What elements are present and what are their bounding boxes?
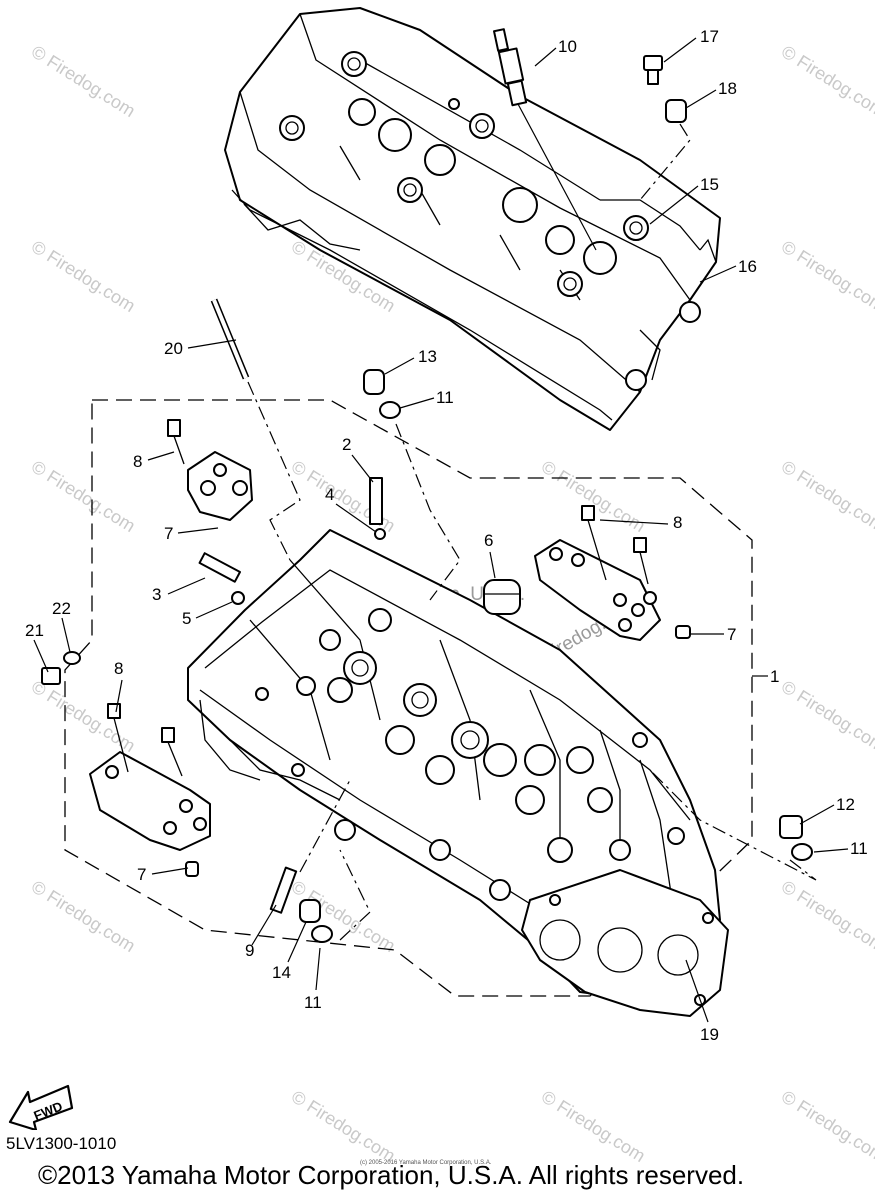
callout-number-7b: 7: [727, 625, 736, 644]
callout-number-12: 12: [836, 795, 855, 814]
stud-9: [269, 779, 351, 914]
callout-number-19: 19: [700, 1025, 719, 1044]
callout-leader-line: [663, 37, 697, 63]
callout-leader-line: [167, 577, 206, 595]
reference-code: 5LV1300-1010: [6, 1134, 117, 1153]
camshaft-cap-right: [534, 505, 691, 641]
callout-leader-line: [685, 959, 709, 1023]
callout-leader-line: [251, 904, 277, 946]
callout-number-13: 13: [418, 347, 437, 366]
callout-leader-line: [685, 89, 717, 109]
watermark-text: © Firedog.com: [778, 236, 875, 316]
callout-number-8a: 8: [133, 452, 142, 471]
callout-leader-line: [799, 804, 835, 825]
callout-number-7c: 7: [137, 865, 146, 884]
watermark-text: © Firedog.com: [28, 876, 139, 956]
callout-leader-line: [335, 503, 377, 533]
watermark-text: © Firedog.com: [778, 41, 875, 121]
callout-number-11c: 11: [304, 993, 322, 1012]
callout-number-1: 1: [770, 667, 779, 686]
callout-number-8c: 8: [114, 659, 123, 678]
callout-leader-line: [177, 527, 219, 534]
watermark-text: © Firedog.com: [288, 1086, 399, 1166]
callout-number-9: 9: [245, 941, 254, 960]
watermark-text: © Firedog.com: [28, 456, 139, 536]
copyright-notice: ©2013 Yamaha Motor Corporation, U.S.A. A…: [38, 1160, 745, 1190]
stud-bolt-3: [198, 552, 245, 605]
callout-leader-line: [649, 185, 699, 225]
callout-leader-line: [351, 454, 374, 483]
callout-number-10: 10: [558, 37, 577, 56]
callout-number-7a: 7: [164, 524, 173, 543]
watermark-text: © Firedog.com: [778, 876, 875, 956]
watermark-text: © Firedog.com: [28, 676, 139, 756]
callout-number-2: 2: [342, 435, 351, 454]
callout-leader-line: [399, 397, 435, 409]
cylinder-head-gasket: [521, 869, 729, 1017]
camshaft-cap-upper-left: [167, 419, 253, 521]
callout-leader-line: [384, 357, 415, 375]
watermark-text: © Firedog.com: [778, 676, 875, 756]
callout-leader-line: [534, 47, 557, 67]
callout-leader-line: [151, 867, 189, 875]
callout-number-5: 5: [182, 609, 191, 628]
watermark-text: © Firedog.com: [538, 456, 649, 536]
camshaft-cap-lower-left: [89, 703, 211, 877]
callout-leader-line: [489, 551, 496, 579]
callout-number-18: 18: [718, 79, 737, 98]
spark-plug: [493, 28, 597, 251]
bolt-12: [649, 769, 817, 881]
callout-number-6: 6: [484, 531, 493, 550]
dowel-14: [299, 849, 371, 943]
callout-number-14: 14: [272, 963, 291, 982]
callout-layer: 1234567778889101111111213141516171819202…: [25, 27, 868, 1044]
forward-arrow-icon: FWD: [8, 1084, 74, 1130]
callout-number-8b: 8: [673, 513, 682, 532]
callout-leader-line: [195, 601, 233, 619]
callout-number-20: 20: [164, 339, 183, 358]
washer-22: [63, 651, 81, 665]
watermark-text: © Firedog.com: [778, 1086, 875, 1166]
callout-leader-line: [287, 921, 307, 963]
small-print: (c) 2005-2016 Yamaha Motor Corporation, …: [360, 1160, 492, 1166]
callout-number-11a: 11: [436, 388, 454, 407]
callout-leader-line: [315, 947, 321, 991]
cover-bolt: [643, 55, 663, 85]
callout-leader-line: [813, 848, 849, 853]
head-stud-long: [210, 298, 301, 561]
oil-plug-6: [483, 579, 521, 615]
callout-leader-line: [187, 339, 237, 349]
callout-leader-line: [61, 617, 71, 653]
dowel-pin-13: [363, 369, 461, 601]
callout-leader-line: [147, 451, 175, 461]
callout-number-17: 17: [700, 27, 719, 46]
callout-number-22: 22: [52, 599, 71, 618]
watermark-text: © Firedog.com: [538, 1086, 649, 1166]
stud-bolt-2: [369, 477, 386, 540]
callout-number-3: 3: [152, 585, 161, 604]
callout-leader-line: [33, 639, 49, 673]
callout-number-21: 21: [25, 621, 44, 640]
assembly-boundary: [64, 399, 753, 997]
callout-number-11b: 11: [850, 839, 868, 858]
watermark-text: © Firedog.com: [28, 41, 139, 121]
watermark-text: © Firedog.com: [778, 456, 875, 536]
callout-leader-line: [699, 265, 737, 283]
callout-number-16: 16: [738, 257, 757, 276]
bolt-21: [41, 667, 61, 685]
cylinder-head-cover: [224, 7, 721, 431]
callout-leader-line: [115, 679, 123, 713]
cover-washer: [639, 99, 691, 201]
callout-number-15: 15: [700, 175, 719, 194]
callout-leader-line: [599, 519, 669, 525]
watermark-text: © Firedog.com: [28, 236, 139, 316]
callout-number-4: 4: [325, 485, 334, 504]
